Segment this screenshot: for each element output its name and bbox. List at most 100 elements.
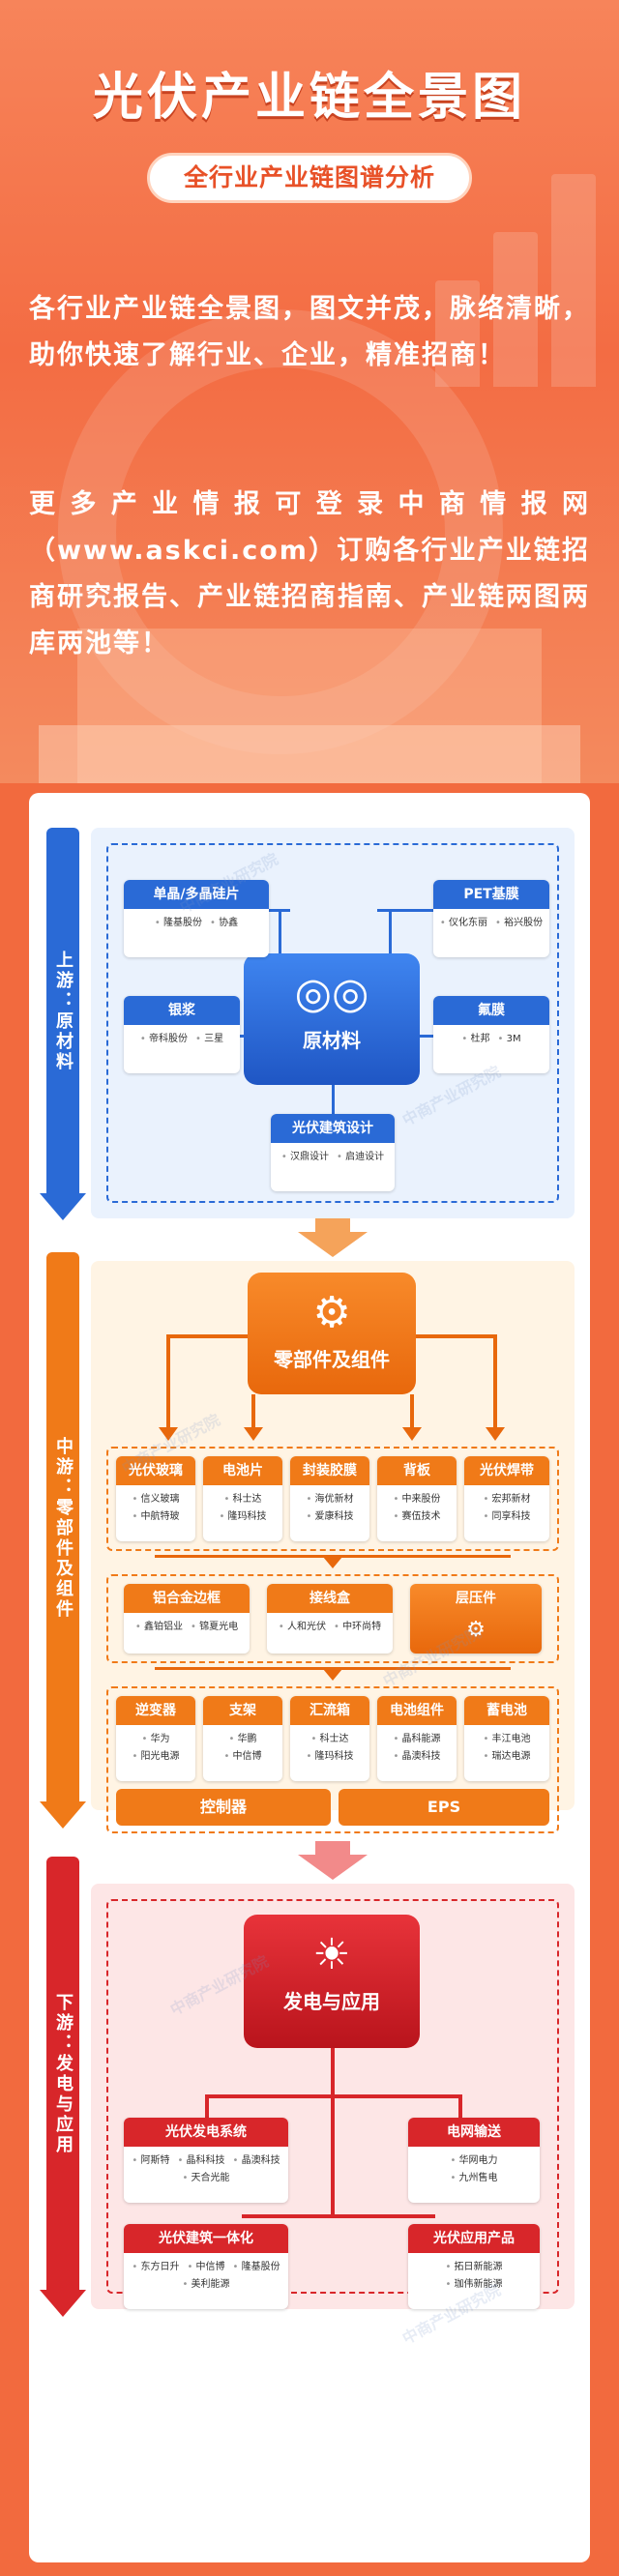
- company: 丰江电池: [483, 1731, 531, 1748]
- company: 帝科股份: [140, 1031, 188, 1048]
- midstream-box-ribbon: 光伏焊带 宏邦新材同享科技: [464, 1456, 549, 1541]
- box-title: 支架: [203, 1696, 282, 1725]
- box-title: 封装胶膜: [290, 1456, 369, 1485]
- company: 隆玛科技: [306, 1748, 354, 1766]
- company: 仪化东丽: [440, 915, 487, 932]
- downstream-box-pv-power-system: 光伏发电系统 阿斯特晶科科技晶澳科技天合光能: [124, 2118, 288, 2203]
- pipes-icon: ◎◎: [294, 969, 369, 1018]
- company: 中来股份: [393, 1491, 441, 1508]
- decorative-building: [77, 629, 542, 783]
- decorative-base: [39, 725, 580, 783]
- bar-label: 控制器: [199, 1798, 247, 1816]
- downstream-box-bipv: 光伏建筑一体化 东方日升中信博隆基股份美利能源: [124, 2224, 288, 2309]
- upstream-box-fluoro-film: 氟膜 杜邦 3M: [433, 996, 549, 1073]
- company: 美利能源: [182, 2276, 230, 2294]
- company: 晶科能源: [393, 1731, 441, 1748]
- company: 人和光伏: [279, 1619, 326, 1636]
- company: 中环尚特: [334, 1619, 381, 1636]
- downstream-stage-label: 下游：发电与应用: [53, 1993, 74, 2155]
- industry-chain-card: 上游：原材料 中游：零部件及组件 下游：发电与应用 ◎◎ 原材料 单晶/多晶硅片…: [29, 793, 590, 2562]
- midstream-box-module: 电池组件 晶科能源晶澳科技: [377, 1696, 457, 1781]
- company: 裕兴股份: [495, 915, 543, 932]
- midstream-box-battery: 蓄电池 丰江电池瑞达电源: [464, 1696, 549, 1781]
- box-title: 氟膜: [433, 996, 549, 1025]
- box-title: 逆变器: [116, 1696, 195, 1725]
- company: 杜邦: [461, 1031, 490, 1048]
- box-title: 光伏建筑一体化: [124, 2224, 288, 2253]
- company: 启迪设计: [337, 1149, 384, 1166]
- box-title: 光伏玻璃: [116, 1456, 195, 1485]
- downstream-box-pv-products: 光伏应用产品 拓日新能源珈伟新能源: [408, 2224, 540, 2309]
- box-title: 光伏发电系统: [124, 2118, 288, 2147]
- company: 三星: [195, 1031, 223, 1048]
- company: 锦夏光电: [191, 1619, 238, 1636]
- company: 科士达: [223, 1491, 262, 1508]
- company: 隆基股份: [233, 2259, 280, 2276]
- midstream-stage-label: 中游：零部件及组件: [53, 1436, 74, 1620]
- upstream-box-silver-paste: 银浆 帝科股份三星: [124, 996, 240, 1073]
- box-title: 银浆: [124, 996, 240, 1025]
- midstream-box-bracket: 支架 华鹏中信博: [203, 1696, 282, 1781]
- midstream-box-backsheet: 背板 中来股份赛伍技术: [377, 1456, 457, 1541]
- box-title: PET基膜: [433, 880, 549, 909]
- midstream-box-laminate: 层压件 ⚙: [410, 1584, 542, 1654]
- midstream-box-al-frame: 铝合金边框 鑫铂铝业锦夏光电: [124, 1584, 250, 1654]
- company: 华网电力: [450, 2152, 498, 2170]
- page-subtitle: 全行业产业链图谱分析: [147, 153, 472, 203]
- box-sun-icon: ☀: [312, 1930, 351, 1979]
- company: 珈伟新能源: [445, 2276, 503, 2294]
- flow-arrow-1: [298, 1232, 368, 1257]
- midstream-stage-arrow: [40, 1801, 86, 1829]
- upstream-box-wafer: 单晶/多晶硅片 隆基股份协鑫: [124, 880, 269, 957]
- company: 协鑫: [210, 915, 238, 932]
- downstream-hub: ☀ 发电与应用: [244, 1915, 420, 2048]
- company: 海优新材: [306, 1491, 354, 1508]
- downstream-stage-bar: 下游：发电与应用: [46, 1857, 79, 2292]
- midstream-box-combiner: 汇流箱 科士达隆玛科技: [290, 1696, 369, 1781]
- box-title: 电池片: [203, 1456, 282, 1485]
- flow-arrow-1-stem: [315, 1218, 350, 1232]
- company: 华鹏: [228, 1731, 257, 1748]
- intro-paragraph-2: 更多产业情报可登录中商情报网（www.askci.com）订购各行业产业链招商研…: [29, 489, 590, 659]
- downstream-box-grid-transmission: 电网输送 华网电力九州售电: [408, 2118, 540, 2203]
- company: 晶澳科技: [233, 2152, 280, 2170]
- midstream-hub-label: 零部件及组件: [274, 1348, 390, 1371]
- downstream-stage-arrow: [40, 2290, 86, 2317]
- company: 天合光能: [182, 2170, 230, 2187]
- midstream-row2-frame: [106, 1574, 559, 1663]
- box-title: 单晶/多晶硅片: [124, 880, 269, 909]
- midstream-row1-frame: [106, 1447, 559, 1551]
- company: 同享科技: [483, 1508, 531, 1526]
- company: 中航特玻: [132, 1508, 180, 1526]
- box-title: 光伏应用产品: [408, 2224, 540, 2253]
- box-title: 蓄电池: [464, 1696, 549, 1725]
- company: 鑫铂铝业: [135, 1619, 183, 1636]
- box-title: 铝合金边框: [124, 1584, 250, 1613]
- midstream-hub: ⚙ 零部件及组件: [248, 1273, 416, 1394]
- company: 汉鼎设计: [281, 1149, 329, 1166]
- company: 3M: [498, 1031, 521, 1048]
- company: 拓日新能源: [445, 2259, 503, 2276]
- company: 阿斯特: [132, 2152, 169, 2170]
- flow-arrow-2-stem: [315, 1841, 350, 1855]
- midstream-stage-bar: 中游：零部件及组件: [46, 1252, 79, 1803]
- downstream-dashed-frame: [106, 1899, 559, 2294]
- box-title: 背板: [377, 1456, 457, 1485]
- company: 宏邦新材: [483, 1491, 531, 1508]
- upstream-box-pv-building-design: 光伏建筑设计 汉鼎设计启迪设计: [271, 1114, 395, 1191]
- company: 东方日升: [132, 2259, 179, 2276]
- company: 隆玛科技: [219, 1508, 267, 1526]
- intro-paragraph-1: 各行业产业链全景图，图文并茂，脉络清晰，助你快速了解行业、企业，精准招商！: [29, 294, 590, 370]
- upstream-stage-arrow: [40, 1193, 86, 1220]
- box-title: 电网输送: [408, 2118, 540, 2147]
- midstream-bar-controller: 控制器: [116, 1789, 331, 1826]
- box-title: 汇流箱: [290, 1696, 369, 1725]
- flow-arrow-2: [298, 1855, 368, 1880]
- company: 晶澳科技: [393, 1748, 441, 1766]
- upstream-stage-bar: 上游：原材料: [46, 828, 79, 1195]
- upstream-box-pet: PET基膜 仪化东丽裕兴股份: [433, 880, 549, 957]
- midstream-row3-frame: [106, 1686, 559, 1833]
- midstream-box-encapsulant: 封装胶膜 海优新材爱康科技: [290, 1456, 369, 1541]
- box-title: 光伏焊带: [464, 1456, 549, 1485]
- company: 晶科科技: [177, 2152, 225, 2170]
